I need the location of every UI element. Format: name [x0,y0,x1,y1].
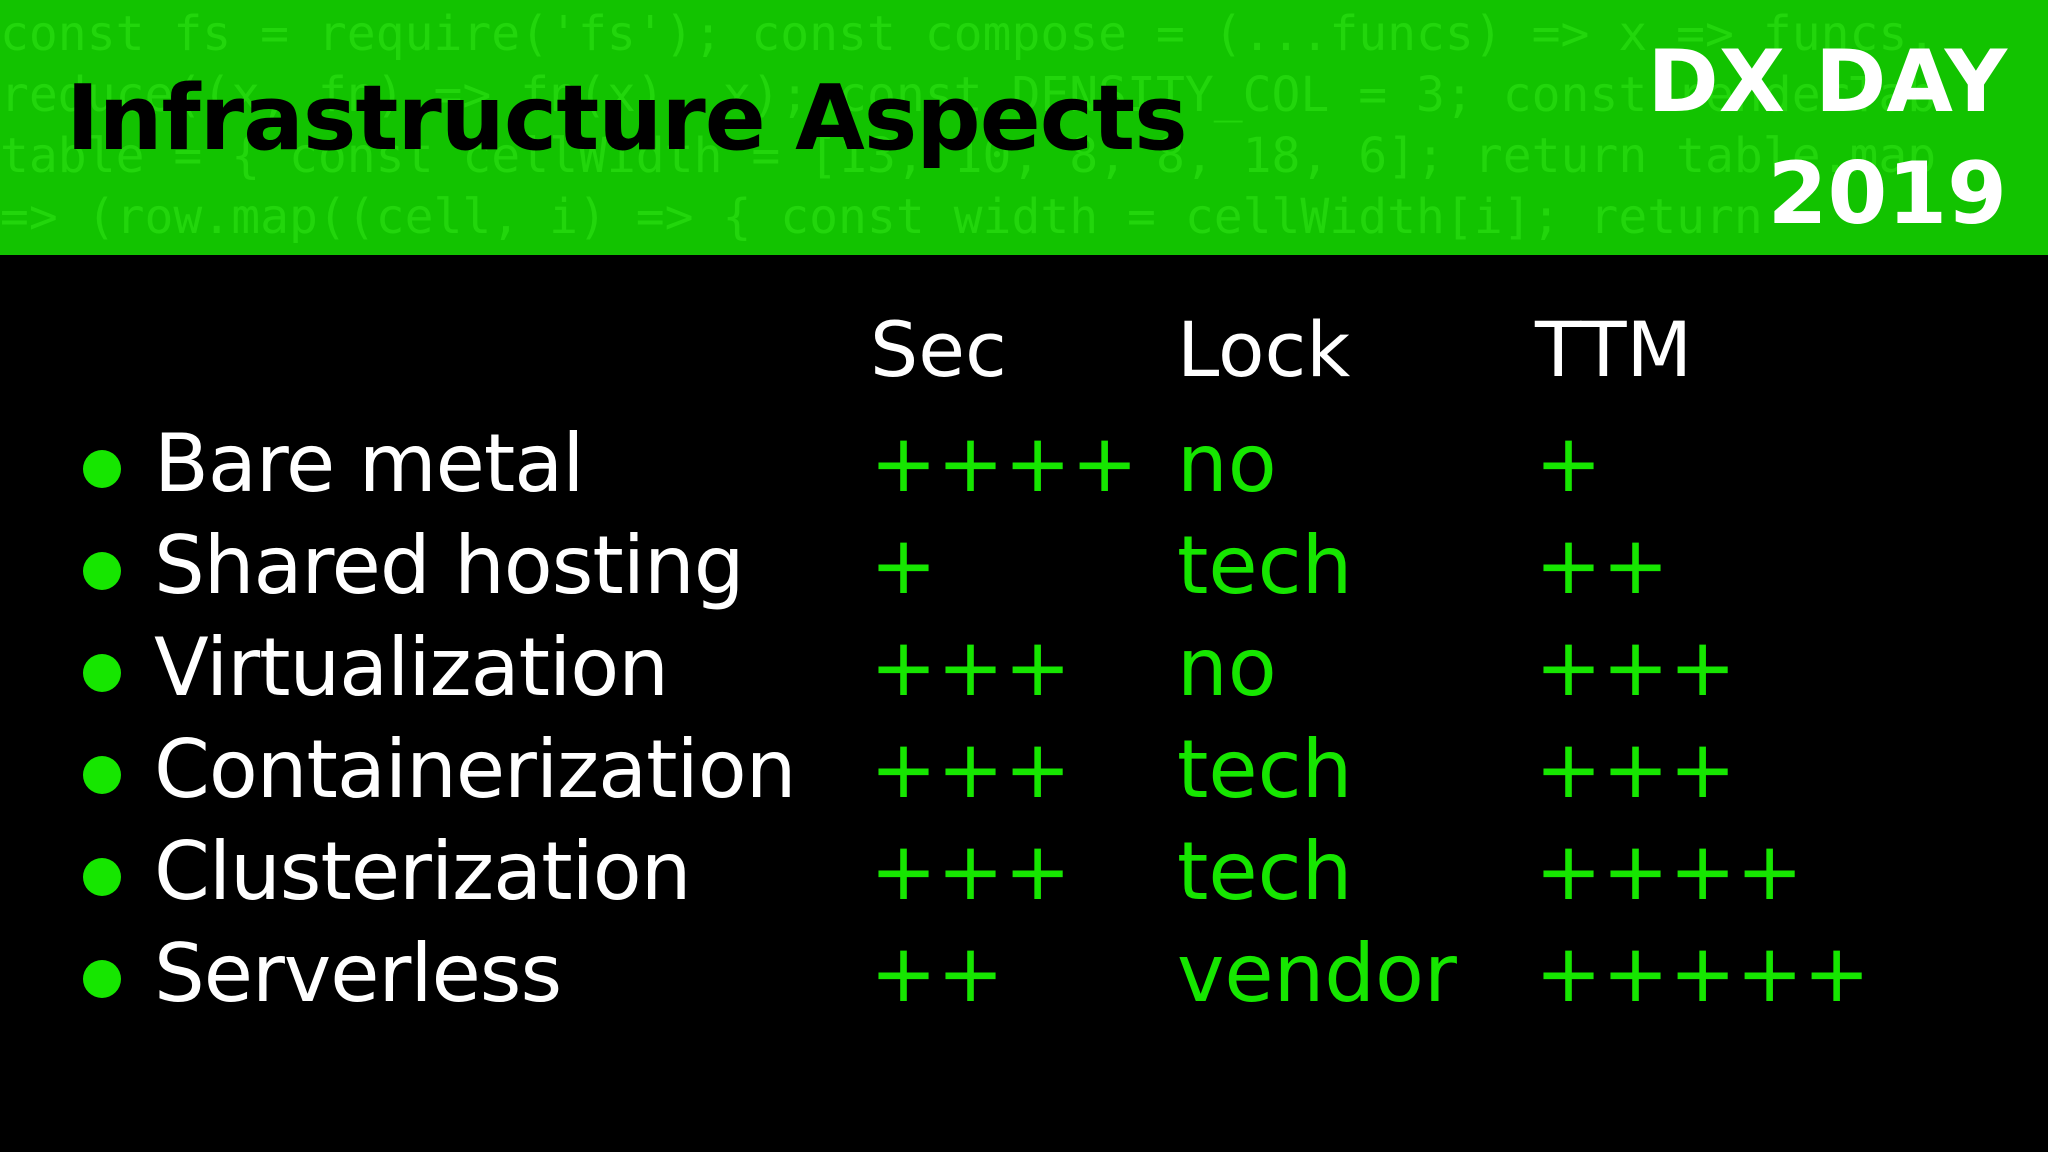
row-label: Bare metal [154,417,584,510]
row-label: Shared hosting [154,519,744,612]
row-label: Virtualization [154,621,669,714]
row-label: Clusterization [154,825,691,918]
code-line: table = { const cellWidth = [13, 10, 8, … [0,128,1937,184]
table-row: Virtualization +++ no +++ [0,620,2048,722]
lock-value: no [1177,621,1277,714]
sec-rating: +++ [870,621,1072,714]
bullet-icon [83,552,121,590]
bullet-icon [83,654,121,692]
column-header-ttm: TTM [1535,305,1693,394]
table-row: Shared hosting + tech ++ [0,518,2048,620]
sec-rating: + [870,519,938,612]
ttm-rating: +++++ [1535,927,1871,1020]
bullet-icon [83,450,121,488]
code-line: const fs = require('fs'); const compose … [0,6,1937,62]
sec-rating: +++ [870,723,1072,816]
table-row: Clusterization +++ tech ++++ [0,824,2048,926]
ttm-rating: ++++ [1535,825,1804,918]
header-band: const fs = require('fs'); const compose … [0,0,2048,255]
row-label: Serverless [154,927,562,1020]
column-header-lock: Lock [1177,305,1351,394]
event-year: 2019 [1767,144,2007,244]
code-line: => (row.map((cell, i) => { const width =… [0,189,1763,245]
bullet-icon [83,858,121,896]
slide-title: Infrastructure Aspects [66,66,1188,171]
ttm-rating: ++ [1535,519,1670,612]
table-row: Containerization +++ tech +++ [0,722,2048,824]
sec-rating: ++++ [870,417,1139,510]
event-name: DX DAY [1647,32,2007,132]
ttm-rating: +++ [1535,621,1737,714]
lock-value: no [1177,417,1277,510]
lock-value: tech [1177,723,1353,816]
sec-rating: +++ [870,825,1072,918]
ttm-rating: + [1535,417,1603,510]
column-header-sec: Sec [870,305,1007,394]
lock-value: vendor [1177,927,1457,1020]
ttm-rating: +++ [1535,723,1737,816]
sec-rating: ++ [870,927,1005,1020]
lock-value: tech [1177,825,1353,918]
lock-value: tech [1177,519,1353,612]
row-label: Containerization [154,723,796,816]
table-row: Bare metal ++++ no + [0,416,2048,518]
bullet-icon [83,756,121,794]
code-line: reduce((x, fn) => fn(x), x); const DENSI… [0,67,1937,123]
bullet-icon [83,960,121,998]
background-code-pattern: const fs = require('fs'); const compose … [0,4,2048,248]
table-row: Serverless ++ vendor +++++ [0,926,2048,1028]
event-logo: DX DAY 2019 [1647,26,2007,250]
